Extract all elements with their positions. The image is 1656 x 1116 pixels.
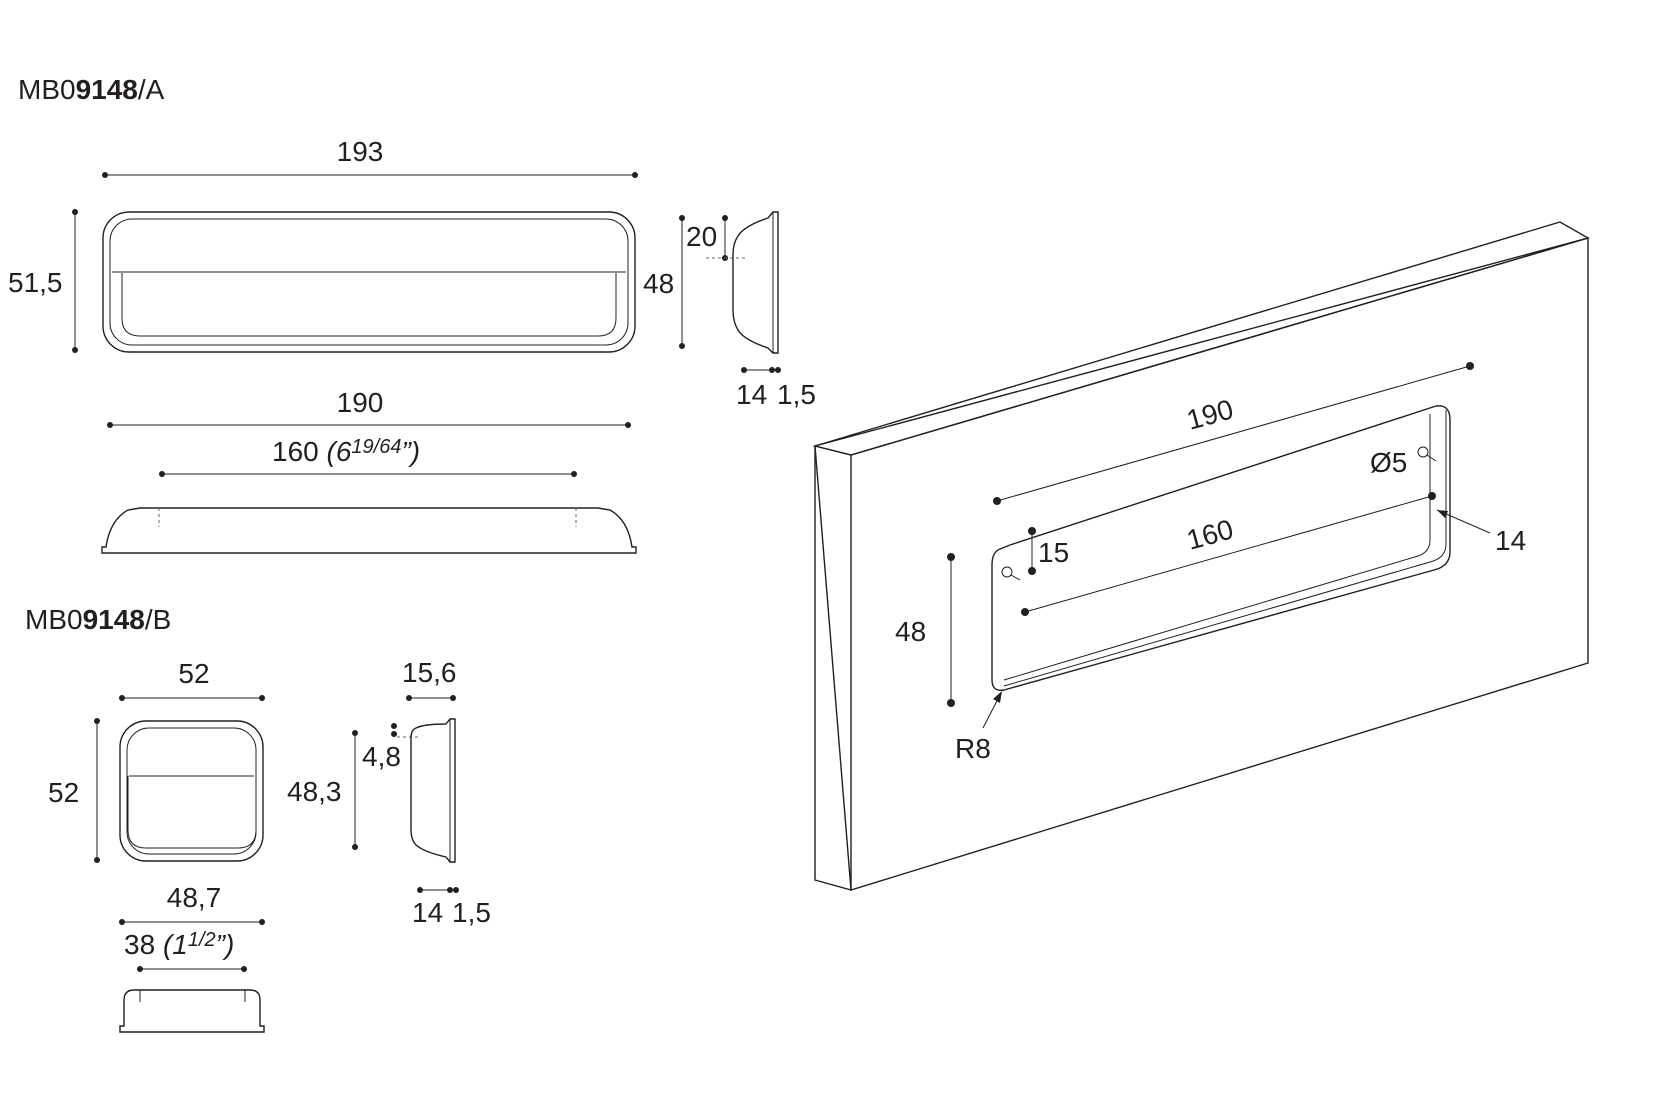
panel-cut-height-dimension: 48 [895,553,955,707]
model-a-side-top-depth-label: 20 [686,221,717,252]
panel-cutout [991,405,1451,691]
model-b-centers-label: 38 (11/2”) [124,929,234,960]
model-a-side-flange-label: 1,5 [777,379,816,410]
model-a-side-depth-label: 14 [736,379,767,410]
model-a-width-dimension: 193 [102,136,638,178]
panel-hole-centers-dimension: 160 [1021,492,1436,616]
model-b-bottom-view: 48,7 38 (11/2”) [119,882,265,1033]
model-b-height-label: 52 [48,777,79,808]
panel-drawing: 190 160 Ø5 15 14 [812,221,1590,891]
panel-cut-length-dimension: 190 [993,362,1474,505]
panel-hole-offset-dimension: 15 [1028,527,1069,575]
model-b-front-view [119,720,264,862]
model-a-side-height-label: 48 [643,268,674,299]
panel-cut-depth-dimension: 14 [1436,509,1526,556]
model-b-side-flange-label: 1,5 [452,897,491,928]
model-b-side-depth-label: 14 [412,897,443,928]
model-a-bottom-length-label: 190 [337,387,384,418]
model-a-title: MB09148/A [18,74,165,105]
model-b-side-top-depth-label: 4,8 [362,741,401,772]
model-a-bottom-view: 190 160 (619/64”) [101,387,637,554]
panel-hole-diameter-label: Ø5 [1370,447,1407,478]
model-b-height-dimension: 52 [48,718,100,863]
model-a-height-label: 51,5 [8,267,63,298]
panel-corner-radius: R8 [955,691,1002,764]
model-b-width-dimension: 52 [119,658,265,701]
model-b-width-label: 52 [178,658,209,689]
model-a-front-view [102,211,636,353]
panel-hole-centers-label: 160 [1183,513,1236,555]
model-a-width-label: 193 [337,136,384,167]
panel-hole-diameter: Ø5 [1001,446,1437,581]
model-b-title: MB09148/B [25,604,171,635]
model-a-centers-label: 160 (619/64”) [272,436,420,467]
model-a-side-view: 48 20 14 1,5 [643,211,816,410]
model-b-side-view: 15,6 48,3 4,8 14 1,5 [287,657,491,928]
panel-cut-height-label: 48 [895,616,926,647]
model-a-height-dimension: 51,5 [8,209,78,353]
model-b-bottom-length-label: 48,7 [167,882,222,913]
model-b-side-height-label: 48,3 [287,776,342,807]
panel-cut-length-label: 190 [1183,393,1236,435]
panel-corner-radius-label: R8 [955,733,991,764]
model-b-side-top-width-label: 15,6 [402,657,457,688]
panel-hole-offset-label: 15 [1038,537,1069,568]
panel-cut-depth-label: 14 [1495,525,1526,556]
